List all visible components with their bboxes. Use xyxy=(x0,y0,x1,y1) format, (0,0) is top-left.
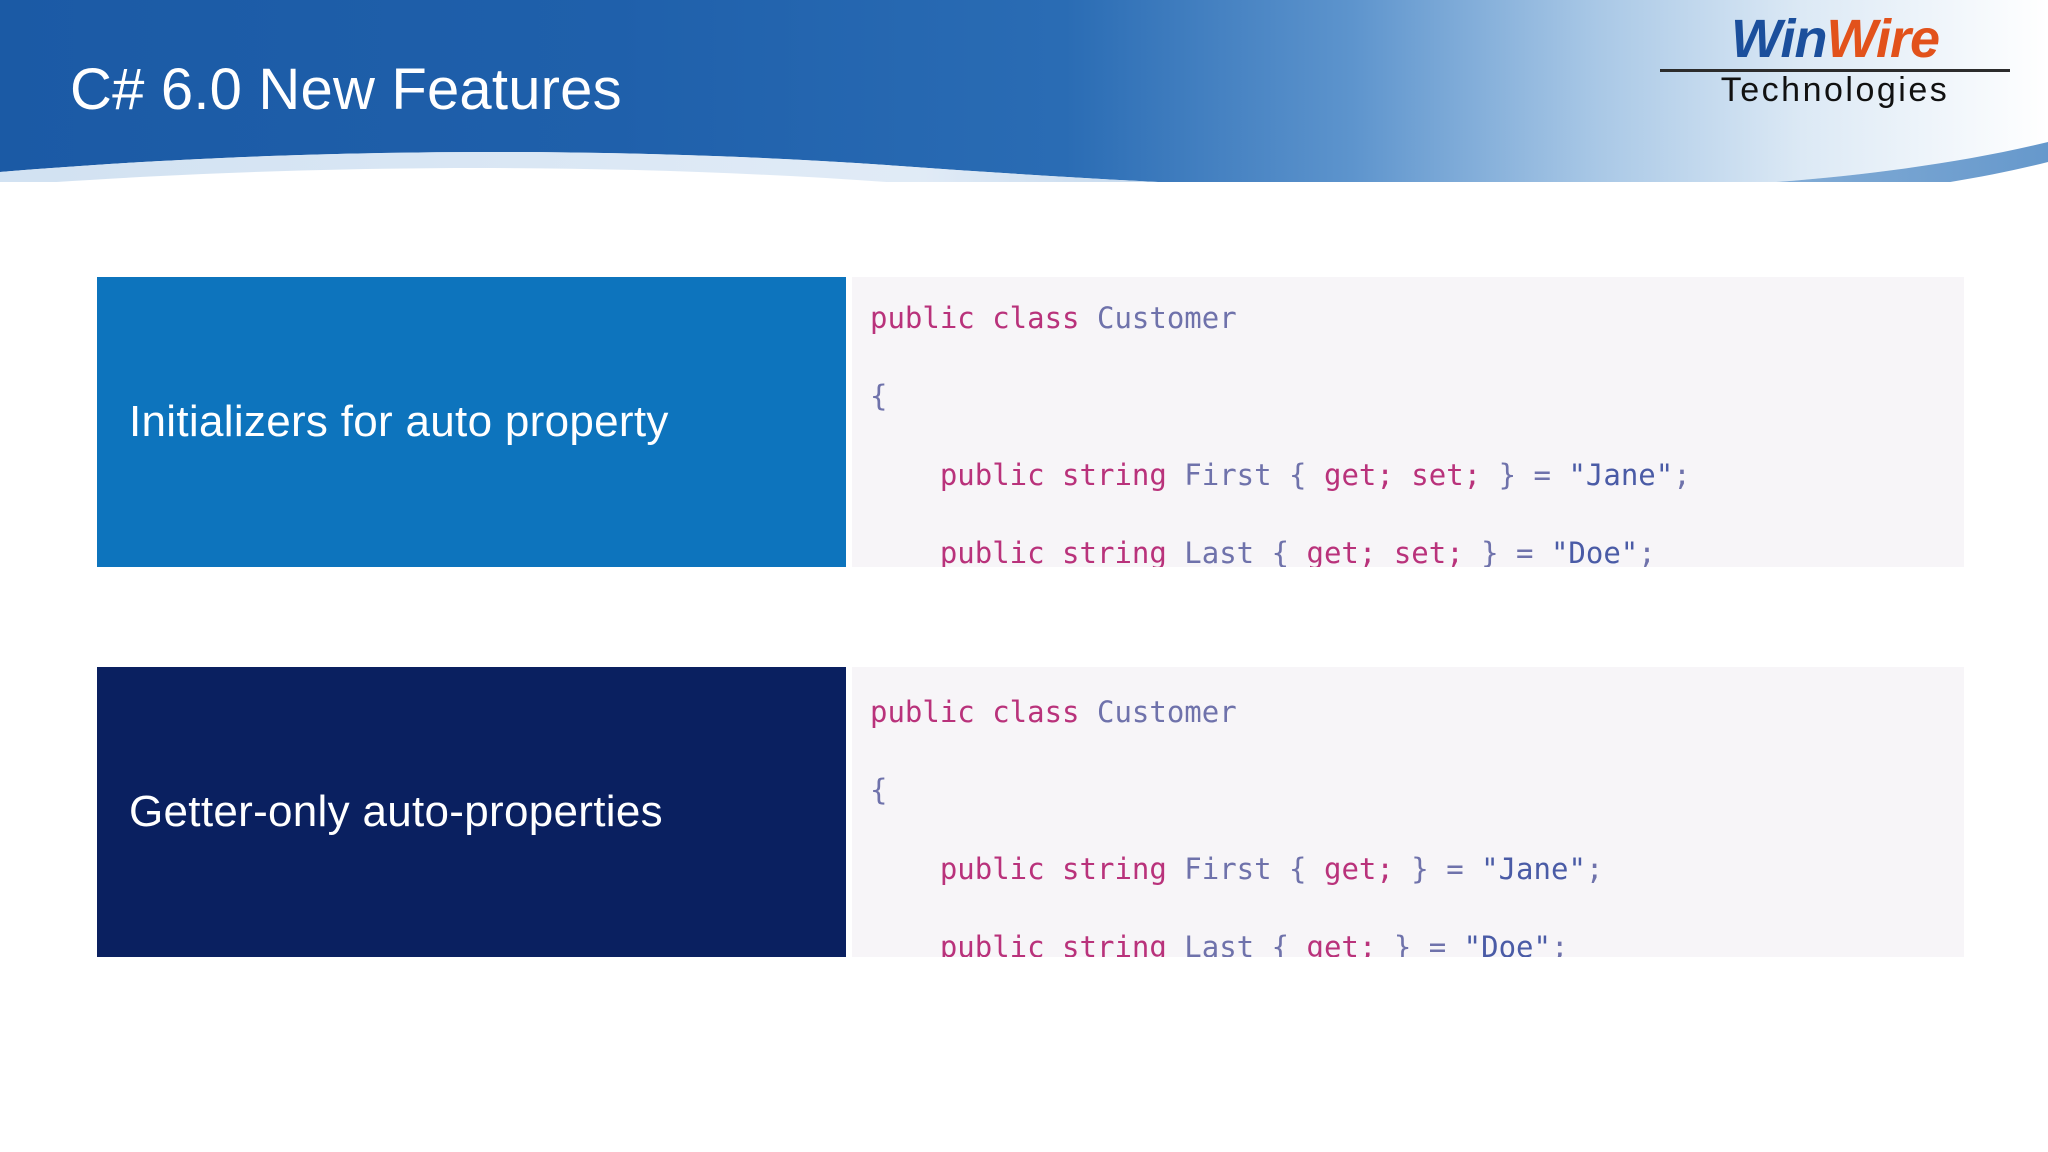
code-token: } = xyxy=(1481,457,1569,492)
code-token: } = xyxy=(1376,929,1464,957)
code-token: ; xyxy=(1550,929,1569,957)
header-banner: C# 6.0 New Features WinWire Technologies xyxy=(0,0,2048,182)
code-line: public class Customer xyxy=(870,299,1964,338)
code-token: Customer xyxy=(1096,695,1237,729)
code-line: public string Last { get; set; } = "Doe"… xyxy=(870,534,1964,567)
code-token: } = xyxy=(1463,535,1551,567)
code-token: First xyxy=(1184,457,1272,492)
code-token: Last xyxy=(1184,535,1255,567)
row-gap-2 xyxy=(846,667,852,957)
code-panel-initializers: public class Customer { public string Fi… xyxy=(852,277,1964,567)
code-line: public string First { get; } = "Jane"; xyxy=(870,850,1964,889)
code-token xyxy=(870,536,940,567)
code-token: get; set; xyxy=(1323,457,1482,492)
logo-wordmark: WinWire xyxy=(1660,12,2010,66)
code-token: public string xyxy=(939,929,1185,957)
feature-label-getter-only: Getter-only auto-properties xyxy=(97,667,846,957)
code-token: "Doe" xyxy=(1550,535,1639,567)
code-line: public string Last { get; } = "Doe"; xyxy=(870,928,1964,957)
code-token: ; xyxy=(1673,457,1691,492)
code-line: { xyxy=(870,377,1964,416)
code-token: { xyxy=(870,379,888,414)
code-token: public class xyxy=(870,301,1097,335)
code-token: public string xyxy=(939,851,1185,886)
code-token: public string xyxy=(939,535,1185,567)
code-token: { xyxy=(1254,535,1307,567)
code-token xyxy=(870,930,940,957)
code-token: First xyxy=(1184,851,1272,886)
code-token: ; xyxy=(1638,535,1656,567)
code-token: } = xyxy=(1393,851,1482,886)
code-token xyxy=(870,458,940,492)
logo-divider xyxy=(1660,69,2010,72)
feature-row-getter-only: Getter-only auto-properties public class… xyxy=(97,667,1964,957)
code-token: { xyxy=(1271,851,1324,886)
header-banner-shape xyxy=(0,0,2048,182)
code-token: "Jane" xyxy=(1481,851,1586,886)
code-token: get; set; xyxy=(1306,535,1464,567)
code-token: { xyxy=(870,773,888,808)
code-token xyxy=(870,852,940,886)
code-line: public class Customer xyxy=(870,693,1964,732)
code-panel-getter-only: public class Customer { public string Fi… xyxy=(852,667,1964,957)
code-token: get; xyxy=(1323,851,1394,886)
code-token: { xyxy=(1271,457,1324,492)
logo-word-win: Win xyxy=(1730,9,1827,69)
brand-logo: WinWire Technologies xyxy=(1660,12,2010,107)
code-token: "Doe" xyxy=(1463,929,1551,957)
feature-row-initializers: Initializers for auto property public cl… xyxy=(97,277,1964,567)
feature-label-initializers: Initializers for auto property xyxy=(97,277,846,567)
code-token: get; xyxy=(1306,929,1377,957)
code-token: { xyxy=(1254,929,1307,957)
logo-subtitle: Technologies xyxy=(1720,71,1950,109)
code-line: public string First { get; set; } = "Jan… xyxy=(870,456,1964,495)
code-token: ; xyxy=(1585,851,1604,886)
code-line: { xyxy=(870,771,1964,810)
code-token: Customer xyxy=(1096,301,1237,335)
code-token: public string xyxy=(939,457,1185,492)
row-gap-1 xyxy=(846,277,852,567)
code-token: public class xyxy=(870,695,1097,729)
code-token: "Jane" xyxy=(1568,457,1674,492)
logo-word-wire: Wire xyxy=(1826,9,1940,69)
page-title: C# 6.0 New Features xyxy=(70,57,622,122)
code-token: Last xyxy=(1184,929,1255,957)
